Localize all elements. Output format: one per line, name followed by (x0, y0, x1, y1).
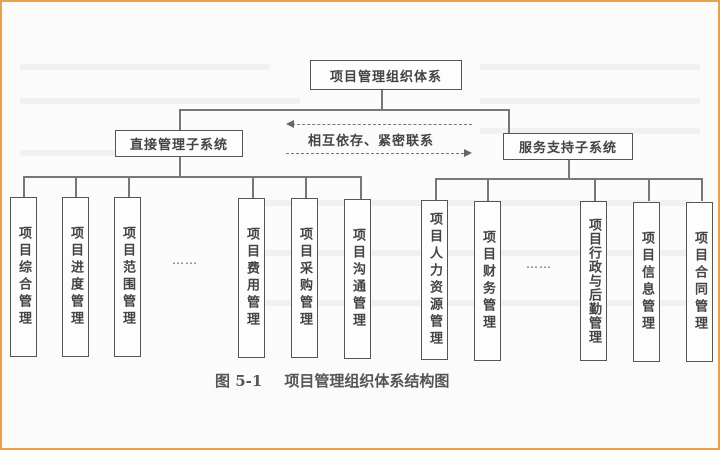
leaf-label: 项目综合管理 (16, 226, 31, 328)
connector-line (594, 178, 596, 201)
leaf-label: 项目人力资源管理 (427, 212, 442, 348)
connector-line (360, 176, 362, 199)
connector-line (179, 157, 181, 177)
leaf-node: 项目行政与后勤管理 (580, 201, 607, 361)
connector-line (305, 176, 307, 198)
right-subsystem-node: 服务支持子系统 (503, 133, 633, 160)
connector-line (23, 176, 25, 197)
left-subsystem-label: 直接管理子系统 (129, 138, 228, 153)
relation-arrow-right (286, 153, 464, 154)
leaf-node: 项目信息管理 (633, 202, 660, 362)
arrow-right-icon (464, 149, 472, 157)
relation-arrow-left (292, 124, 472, 125)
root-node: 项目管理组织体系 (310, 60, 462, 90)
relation-label: 相互依存、紧密联系 (308, 134, 435, 149)
leaf-label: 项目范围管理 (120, 226, 135, 328)
background-ghost-text (480, 128, 700, 134)
background-ghost-text (480, 98, 700, 104)
background-ghost-text (20, 150, 120, 156)
connector-line (701, 178, 703, 201)
connector-line (128, 176, 130, 197)
background-ghost-text (20, 98, 300, 104)
background-ghost-text (250, 200, 690, 206)
connector-line (179, 109, 181, 131)
right-subsystem-label: 服务支持子系统 (518, 141, 617, 156)
leaf-node: 项目费用管理 (238, 198, 265, 358)
leaf-label: 项目采购管理 (297, 227, 312, 329)
leaf-node: 项目合同管理 (686, 202, 713, 362)
leaf-node: 项目财务管理 (474, 201, 501, 361)
leaf-label: 项目行政与后勤管理 (586, 218, 601, 344)
root-label: 项目管理组织体系 (329, 69, 442, 85)
connector-line (75, 176, 77, 197)
leaf-label: 项目财务管理 (480, 230, 495, 332)
connector-line (487, 178, 489, 201)
leaf-node: 项目范围管理 (114, 197, 141, 357)
leaf-label: 项目费用管理 (244, 227, 259, 329)
figure-caption: 图 5-1 项目管理组织体系结构图 (215, 370, 449, 391)
connector-line (435, 178, 437, 200)
leaf-node: 项目人力资源管理 (421, 200, 448, 360)
left-subsystem-node: 直接管理子系统 (115, 130, 243, 157)
background-ghost-text (480, 64, 700, 70)
leaf-label: 项目进度管理 (68, 226, 83, 328)
ellipsis-right: …… (526, 257, 552, 271)
leaf-label: 项目合同管理 (692, 231, 707, 333)
background-ghost-text (20, 64, 270, 70)
leaf-label: 项目信息管理 (639, 231, 654, 333)
connector-line (508, 109, 510, 134)
leaf-node: 项目采购管理 (291, 198, 318, 358)
connector-line (435, 178, 702, 180)
figure-number: 图 5-1 (215, 372, 263, 390)
figure-title: 项目管理组织体系结构图 (284, 372, 450, 390)
ellipsis-left: …… (172, 253, 198, 267)
leaf-node: 项目沟通管理 (344, 199, 371, 359)
arrow-left-icon (286, 120, 294, 128)
connector-line (381, 90, 383, 110)
connector-line (568, 160, 570, 179)
connector-line (179, 109, 509, 111)
connector-line (23, 176, 361, 178)
leaf-node: 项目进度管理 (62, 197, 89, 357)
leaf-label: 项目沟通管理 (350, 228, 365, 330)
background-ghost-text (250, 250, 690, 256)
background-ghost-text (250, 300, 690, 306)
connector-line (648, 178, 650, 201)
leaf-node: 项目综合管理 (10, 197, 37, 357)
connector-line (252, 176, 254, 198)
